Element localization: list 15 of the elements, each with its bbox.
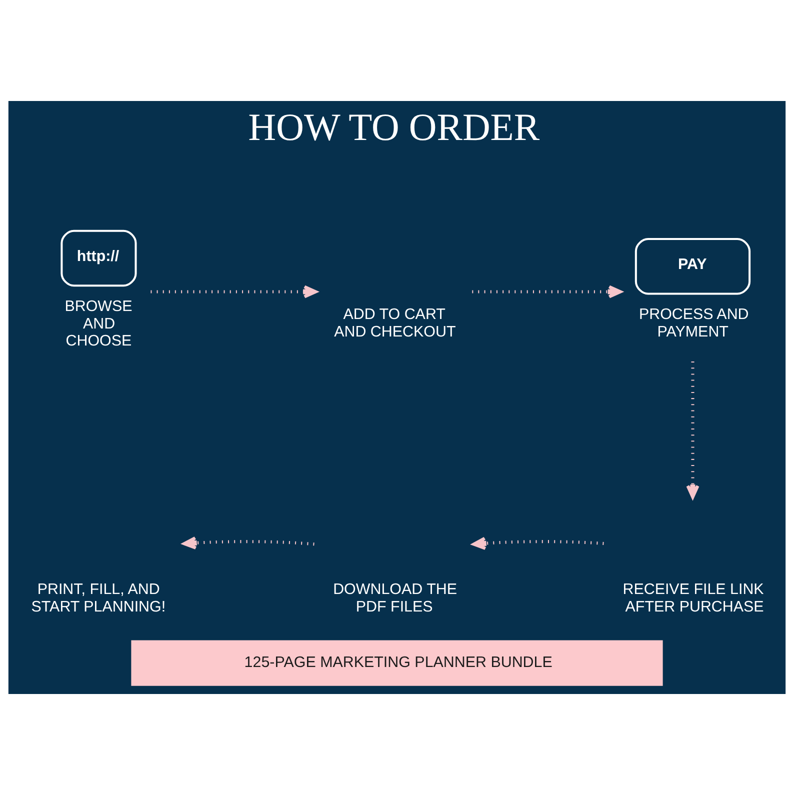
node-text: PRINT, FILL, AND START PLANNING! <box>31 580 166 615</box>
arrow <box>472 536 604 550</box>
diagram-title: HOW TO ORDER <box>248 106 540 148</box>
node-text: RECEIVE FILE LINK AFTER PURCHASE <box>622 580 764 615</box>
arrow <box>686 361 700 498</box>
arrow <box>182 536 314 549</box>
node-label: PROCESS AND PAYMENT <box>638 306 749 340</box>
node-text: ADD TO CART AND CHECKOUT <box>334 306 456 340</box>
node-box: http:// <box>60 229 137 286</box>
node-text: DOWNLOAD THE PDF FILES <box>333 580 457 615</box>
arrow <box>472 284 622 298</box>
node-label: BROWSE AND CHOOSE <box>64 298 132 350</box>
arrow <box>150 284 318 298</box>
node-box: PAY <box>634 237 751 294</box>
caption: 125-PAGE MARKETING PLANNER BUNDLE <box>244 654 552 671</box>
